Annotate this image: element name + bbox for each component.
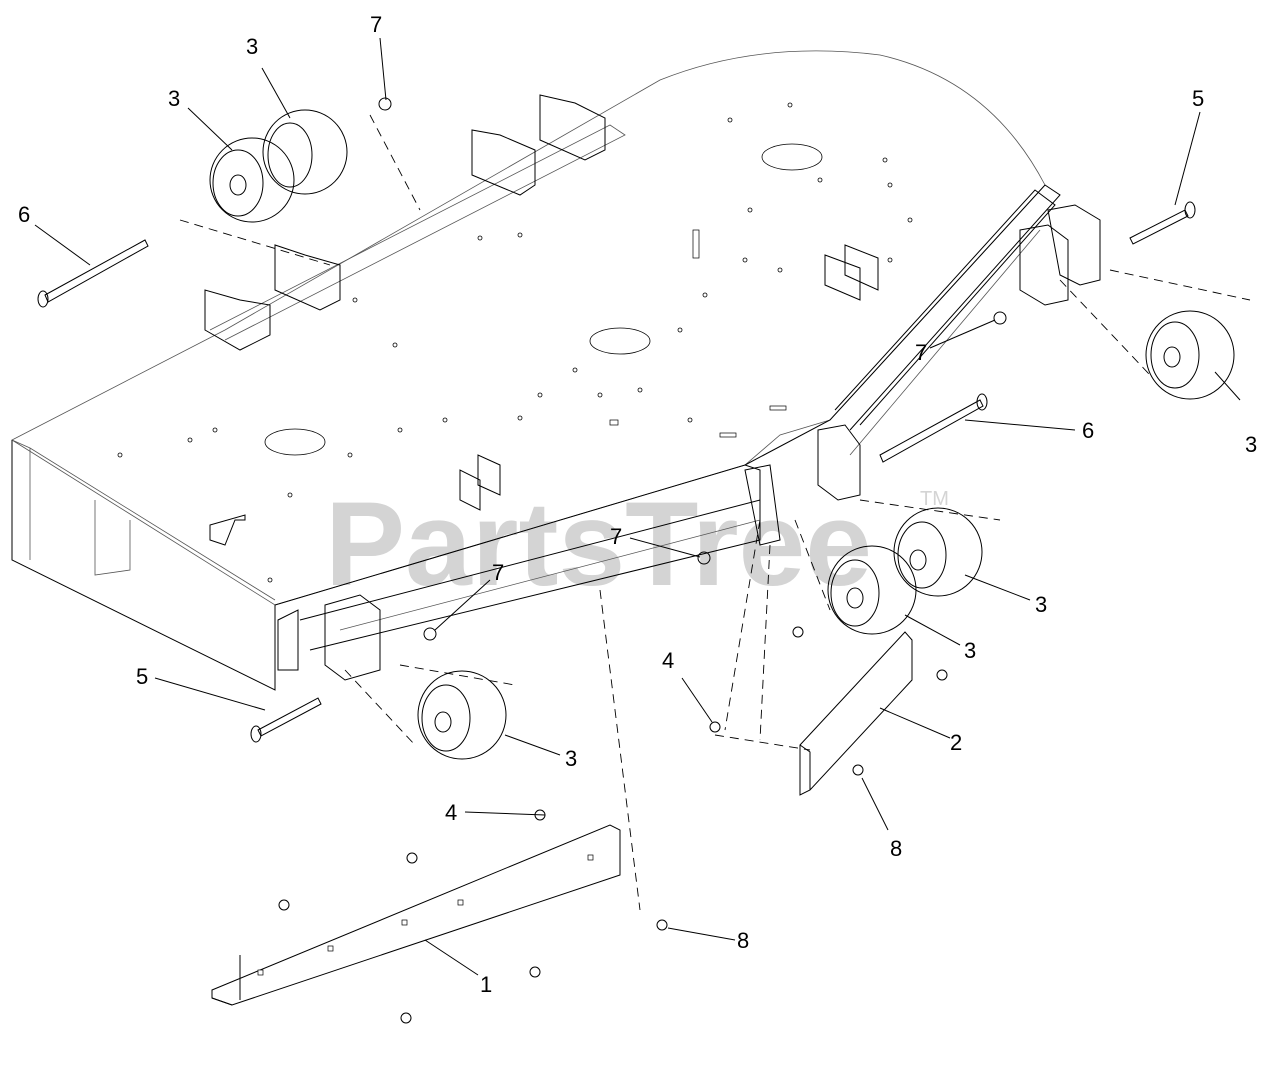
caster-wheel-mid-back	[893, 507, 983, 597]
callout-2: 2	[950, 730, 962, 755]
caster-wheel-mid-front	[827, 545, 917, 635]
assembly-lines	[179, 114, 1251, 911]
watermark: PartsTree TM	[325, 477, 949, 611]
callout-8-right: 8	[890, 836, 902, 861]
caster-wheel-top-front	[209, 137, 295, 223]
caster-wheel-top-back	[262, 109, 348, 195]
callout-3-mid-b: 3	[964, 638, 976, 663]
callout-3-mid-a: 3	[1035, 592, 1047, 617]
caster-wheel-right	[1145, 310, 1235, 400]
callout-7-top: 7	[370, 12, 382, 37]
callout-6-right: 6	[1082, 418, 1094, 443]
caster-wheels	[209, 109, 1235, 760]
callout-5-right: 5	[1192, 86, 1204, 111]
callout-3-low: 3	[565, 746, 577, 771]
leader-lines	[34, 37, 1241, 976]
watermark-text: PartsTree	[325, 477, 872, 611]
callout-7-right: 7	[915, 340, 927, 365]
skid-plates	[211, 631, 913, 1006]
callout-4-mid: 4	[662, 648, 674, 673]
callout-3-top-b: 3	[168, 86, 180, 111]
callout-5-left: 5	[136, 664, 148, 689]
axle-bolts	[37, 201, 1196, 743]
hardware-nuts	[278, 97, 1007, 1024]
callout-8-low: 8	[737, 928, 749, 953]
deck-bracket-towers	[204, 94, 1101, 681]
callout-7-mid: 7	[610, 524, 622, 549]
callout-3-right: 3	[1245, 432, 1257, 457]
callout-numbers: 7 3 3 5 6 7 3 6 7 7 3 3 5 4 2 3 4 8 8 1	[18, 12, 1257, 997]
callout-4-low: 4	[445, 800, 457, 825]
callout-6-left: 6	[18, 202, 30, 227]
callout-1: 1	[480, 972, 492, 997]
callout-3-top-a: 3	[246, 34, 258, 59]
callout-7-low: 7	[492, 560, 504, 585]
watermark-trademark: TM	[920, 488, 949, 510]
mower-deck	[11, 50, 1061, 691]
caster-wheel-left-low	[417, 670, 507, 760]
